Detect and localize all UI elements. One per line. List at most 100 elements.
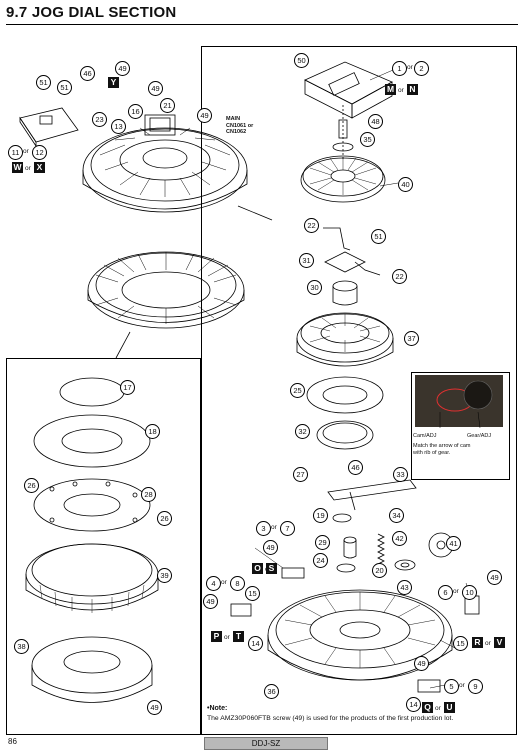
callout-49: 49 (414, 656, 429, 671)
leader-to-left-panel (115, 331, 131, 359)
callout-22: 22 (392, 269, 407, 284)
connector-p: P (211, 631, 222, 642)
callout-37: 37 (404, 331, 419, 346)
callout-3: 3 (256, 521, 271, 536)
callout-27: 27 (293, 467, 308, 482)
callout-18: 18 (145, 424, 160, 439)
jog-base-assembly (82, 114, 248, 213)
or-label-qu: or (435, 705, 441, 712)
base-housing-36 (267, 589, 453, 681)
connector-q: Q (422, 702, 433, 713)
callout-49: 49 (263, 540, 278, 555)
gear-adj-label: Gear/ADJ (467, 433, 492, 439)
callout-40: 40 (398, 177, 413, 192)
or-label-3-7: or (271, 524, 277, 531)
plate-31 (324, 251, 366, 273)
callout-15: 15 (245, 586, 260, 601)
callout-46: 46 (348, 460, 363, 475)
callout-39: 39 (157, 568, 172, 583)
callout-29: 29 (315, 535, 330, 550)
callout-16: 16 (128, 104, 143, 119)
callout-33: 33 (393, 467, 408, 482)
cam-adj-label: Cam/ADJ (413, 433, 437, 439)
title-rule (6, 24, 518, 25)
base-38 (31, 636, 153, 703)
callout-49: 49 (487, 570, 502, 585)
callout-38: 38 (14, 639, 29, 654)
callout-43: 43 (397, 580, 412, 595)
callout-15: 15 (453, 636, 468, 651)
connector-u: U (444, 702, 455, 713)
or-label-mn: or (398, 87, 404, 94)
callout-32: 32 (295, 424, 310, 439)
callout-49: 49 (148, 81, 163, 96)
callout-8: 8 (230, 576, 245, 591)
callout-23: 23 (92, 112, 107, 127)
callout-51: 51 (36, 75, 51, 90)
connector-t: T (233, 631, 244, 642)
ring-32 (316, 420, 374, 450)
connector-n: N (407, 84, 418, 95)
spring-20 (377, 533, 385, 568)
or-label-4-8: or (221, 579, 227, 586)
or-label-11-12: or (23, 148, 29, 155)
callout-49: 49 (203, 594, 218, 609)
sheet-18 (33, 414, 151, 468)
callout-48: 48 (368, 114, 383, 129)
callout-19: 19 (313, 508, 328, 523)
connector-v: V (494, 637, 505, 648)
callout-50: 50 (294, 53, 309, 68)
callout-20: 20 (372, 563, 387, 578)
parts-19-29-24 (332, 513, 357, 573)
section-title: 9.7 JOG DIAL SECTION (6, 4, 177, 21)
housing-37 (296, 312, 394, 367)
brackets-22 (323, 227, 381, 276)
callout-24: 24 (313, 553, 328, 568)
or-label-6-10: or (453, 588, 459, 595)
callout-26: 26 (24, 478, 39, 493)
inset-caption: Match the arrow of cam with rib of gear. (413, 443, 471, 456)
connector-o: O (252, 563, 263, 574)
callout-49: 49 (147, 700, 162, 715)
left-exploded-panel (6, 358, 201, 735)
note-heading: •Note: (207, 705, 228, 712)
jog-ring (87, 251, 245, 329)
callout-34: 34 (389, 508, 404, 523)
connector-r: R (472, 637, 483, 648)
callout-28: 28 (141, 487, 156, 502)
callout-7: 7 (280, 521, 295, 536)
callout-49: 49 (197, 108, 212, 123)
callout-36: 36 (264, 684, 279, 699)
main-connector-label: MAIN CN1061 or CN1062 (226, 116, 254, 135)
leader-to-right-panel (237, 205, 273, 221)
callout-10: 10 (462, 585, 477, 600)
rail-33-34 (327, 479, 417, 511)
callout-31: 31 (299, 253, 314, 268)
or-label-1-2: or (407, 64, 413, 71)
callout-46: 46 (80, 66, 95, 81)
shaft-48-35 (332, 119, 354, 152)
callout-14: 14 (406, 697, 421, 712)
callout-51: 51 (57, 80, 72, 95)
cylinder-30 (332, 280, 358, 306)
callout-4: 4 (206, 576, 221, 591)
callout-5: 5 (444, 679, 459, 694)
page-number: 86 (8, 737, 17, 746)
callout-21: 21 (160, 98, 175, 113)
callout-14: 14 (248, 636, 263, 651)
callout-12: 12 (32, 145, 47, 160)
callout-49: 49 (115, 61, 130, 76)
or-label-rv: or (485, 640, 491, 647)
jog-top-plate (304, 61, 393, 119)
connector-s: S (266, 563, 277, 574)
callout-2: 2 (414, 61, 429, 76)
or-label-5-9: or (459, 682, 465, 689)
or-label-pt: or (224, 634, 230, 641)
callout-30: 30 (307, 280, 322, 295)
callout-17: 17 (120, 380, 135, 395)
callout-26: 26 (157, 511, 172, 526)
connector-y: Y (108, 77, 119, 88)
